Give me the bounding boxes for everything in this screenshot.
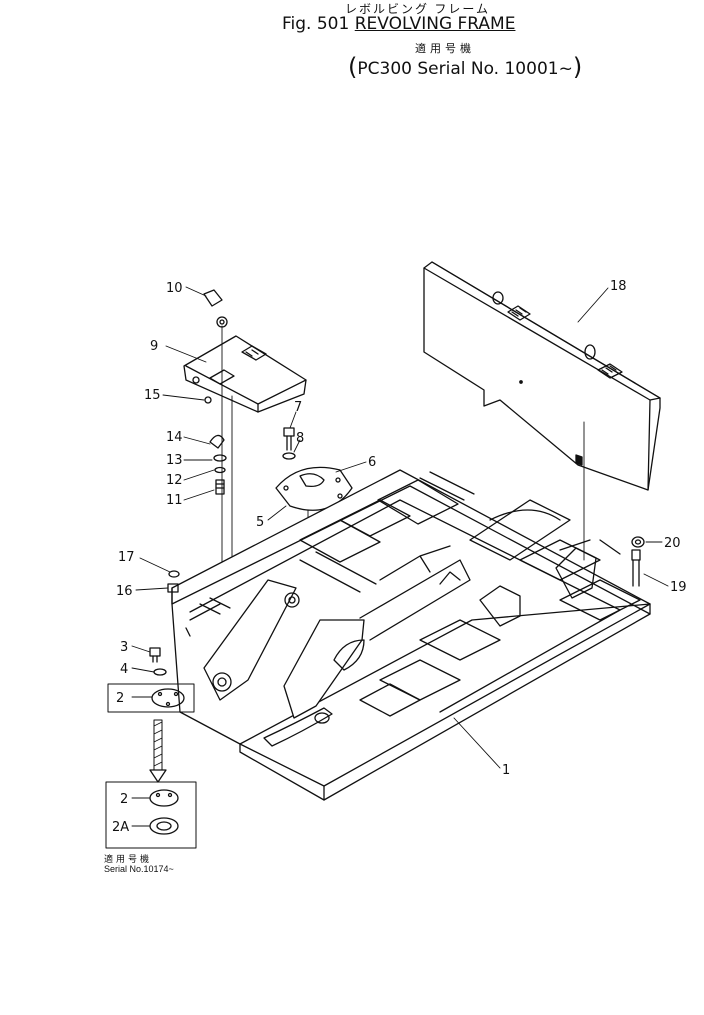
serial-number: Serial No. 10001~ — [417, 59, 573, 79]
diagram-header: レボルビング フレーム Fig. 501 REVOLVING FRAME 適用号… — [0, 0, 704, 81]
hook-bracket-10 — [203, 289, 228, 328]
cover-panel-18 — [423, 261, 661, 491]
round-plate-5-6 — [275, 466, 353, 511]
callout-9: 9 — [150, 339, 158, 354]
model-serial-range: (PC300 Serial No. 10001~) — [348, 53, 583, 81]
callout-7: 7 — [294, 400, 302, 415]
callout-1: 1 — [502, 763, 510, 778]
callout-8: 8 — [296, 431, 304, 446]
callout-12: 12 — [166, 473, 183, 488]
bolt-washer-19-20 — [631, 536, 645, 587]
model-name: PC300 — [357, 59, 412, 79]
title-japanese: レボルビング フレーム — [345, 2, 490, 16]
callout-16: 16 — [116, 584, 133, 599]
callout-numbers: 10 9 15 14 13 12 11 7 8 6 5 18 17 16 20 … — [112, 279, 687, 835]
callout-10: 10 — [166, 281, 183, 296]
inset-applicability-japanese: 適用号機 — [104, 854, 153, 864]
inset-serial-number: Serial No.10174~ — [104, 864, 174, 874]
callout-11: 11 — [166, 493, 183, 508]
figure-number: Fig. 501 — [282, 14, 350, 34]
figure-name: REVOLVING FRAME — [354, 14, 516, 34]
callout-2a: 2A — [112, 820, 129, 835]
callout-18: 18 — [610, 279, 627, 294]
figure-title: Fig. 501 REVOLVING FRAME — [282, 14, 515, 34]
bolt-washer-7-8 — [282, 427, 296, 460]
callout-2: 2 — [116, 691, 124, 706]
callout-19: 19 — [670, 580, 687, 595]
callout-20: 20 — [664, 536, 681, 551]
applicability-japanese: 適用号機 — [415, 43, 475, 55]
callout-5: 5 — [256, 515, 264, 530]
callout-6: 6 — [368, 455, 376, 470]
callout-2-inset: 2 — [120, 792, 128, 807]
bolt-stack-11-15 — [204, 396, 227, 495]
leader-lines — [131, 286, 669, 827]
callout-14: 14 — [166, 430, 183, 445]
callout-15: 15 — [144, 388, 161, 403]
callout-3: 3 — [120, 640, 128, 655]
callout-4: 4 — [120, 662, 128, 677]
callout-13: 13 — [166, 453, 183, 468]
callout-17: 17 — [118, 550, 135, 565]
small-cover-9 — [183, 335, 307, 413]
revolving-frame-1 — [171, 469, 651, 801]
